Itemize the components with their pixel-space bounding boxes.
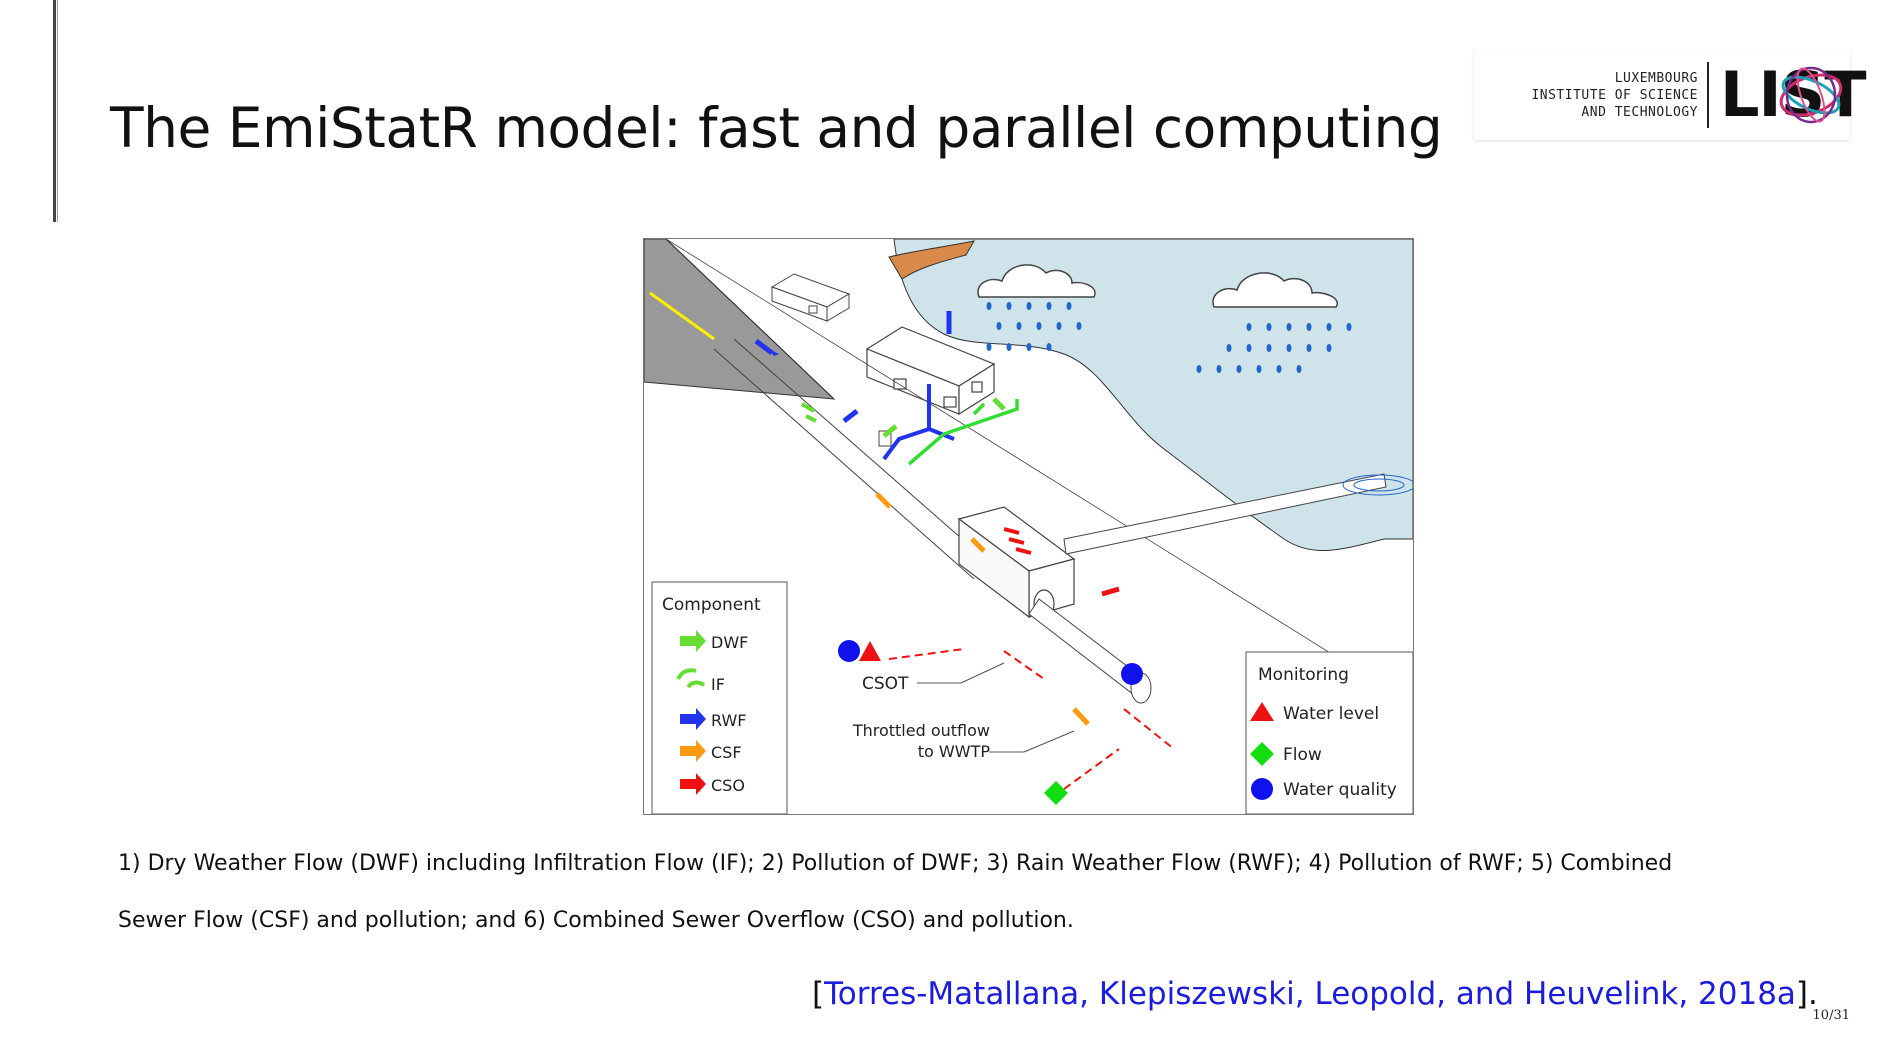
legend-cso-label: CSO (711, 776, 745, 795)
page-number: 10/31 (1812, 1008, 1850, 1023)
citation-link[interactable]: Torres-Matallana, Klepiszewski, Leopold,… (824, 976, 1796, 1012)
monitoring-legend-title: Monitoring (1258, 665, 1349, 685)
river-bank (888, 240, 975, 280)
monitoring-dashed-lines (888, 648, 1175, 790)
csot-label: CSOT (862, 674, 909, 694)
citation: [Torres-Matallana, Klepiszewski, Leopold… (812, 976, 1818, 1012)
flow-diamond-icon (1250, 742, 1274, 766)
legend-if-label: IF (711, 675, 725, 694)
cloud-1 (977, 264, 1096, 298)
institute-name: LUXEMBOURG INSTITUTE OF SCIENCE AND TECH… (1484, 70, 1698, 121)
main-sewer-pipe (713, 338, 995, 580)
road-center-line (649, 291, 715, 341)
legend-flow-label: Flow (1283, 745, 1322, 765)
legend-water-level-label: Water level (1283, 704, 1379, 724)
slide-title: The EmiStatR model: fast and parallel co… (110, 96, 1443, 160)
dwf-arrow-icon (680, 630, 706, 652)
left-margin-rule-thin (57, 0, 58, 222)
rwf-arrow-icon (680, 708, 706, 730)
overflow-pipe (1063, 473, 1413, 555)
left-margin-rule (53, 0, 56, 222)
csot-chamber (957, 506, 1076, 619)
legend-rwf-label: RWF (711, 711, 747, 730)
road (644, 239, 836, 400)
water-quality-circle-icon (1251, 778, 1273, 800)
list-logo: LUXEMBOURG INSTITUTE OF SCIENCE AND TECH… (1474, 50, 1867, 140)
component-legend-title: Component (662, 595, 761, 615)
house-small (770, 273, 851, 322)
if-curved-arrow-icon (676, 668, 705, 689)
rain-drops (986, 302, 1352, 373)
water-level-marker-csot (859, 641, 881, 661)
water-quality-marker-outflow (1121, 663, 1143, 685)
lake (893, 239, 1413, 551)
cso-arrow-icon (680, 773, 706, 795)
csot-diagram-figure: CSOT Throttled outflow to WWTP Component… (643, 238, 1414, 815)
flow-arrows (754, 311, 1120, 726)
logo-separator (1707, 62, 1709, 128)
caption-line-1: 1) Dry Weather Flow (DWF) including Infi… (118, 851, 1673, 876)
throttled-outflow-pipe (1028, 598, 1152, 704)
house-large (865, 326, 996, 416)
logo-line-3: AND TECHNOLOGY (1581, 105, 1698, 120)
cloud-2 (1212, 272, 1339, 308)
flow-marker-outflow (1044, 781, 1068, 805)
citation-close-bracket: ]. (1795, 976, 1818, 1012)
logo-wordmark: LIST (1720, 58, 1867, 131)
orbit-icon (1779, 66, 1843, 124)
logo-line-2: INSTITUTE OF SCIENCE (1531, 88, 1698, 103)
citation-open-bracket: [ (812, 976, 825, 1012)
sewer-system-diagram: CSOT Throttled outflow to WWTP Component… (644, 239, 1413, 814)
legend-csf-label: CSF (711, 743, 742, 762)
csf-arrow-icon (680, 740, 706, 762)
water-level-triangle-icon (1250, 702, 1274, 721)
water-quality-marker-csot (838, 640, 860, 662)
monitoring-legend: Monitoring Water level Flow Water qualit… (1245, 651, 1413, 814)
legend-water-quality-label: Water quality (1283, 780, 1397, 800)
throttled-outflow-label-1: Throttled outflow (852, 721, 990, 740)
caption-line-2: Sewer Flow (CSF) and pollution; and 6) C… (118, 908, 1074, 933)
throttled-outflow-label-2: to WWTP (918, 742, 991, 761)
dwf-house-pipes (907, 399, 1019, 466)
logo-line-1: LUXEMBOURG (1614, 71, 1698, 86)
component-legend: Component DWF IF RWF CSF CSO (651, 581, 788, 814)
legend-dwf-label: DWF (711, 633, 748, 652)
